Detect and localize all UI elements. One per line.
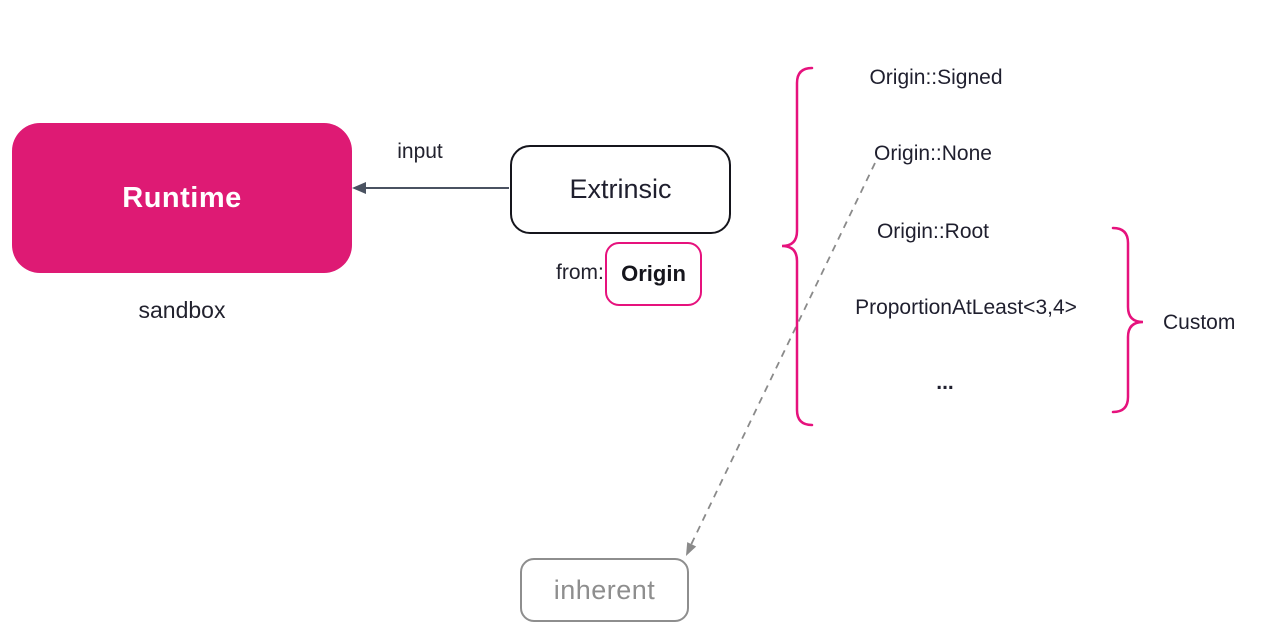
origin-variant-proportion: ProportionAtLeast<3,4> bbox=[855, 296, 1077, 319]
origin-variant-signed: Origin::Signed bbox=[869, 66, 1003, 89]
runtime-label: Runtime bbox=[122, 181, 242, 214]
runtime-box: Runtime bbox=[12, 123, 352, 273]
origin-tag-box: Origin bbox=[605, 242, 702, 306]
sandbox-caption: sandbox bbox=[138, 297, 226, 323]
custom-group-label: Custom bbox=[1163, 311, 1236, 334]
from-label: from: bbox=[556, 261, 604, 284]
origin-variants-brace-icon bbox=[781, 66, 814, 427]
arrowhead-down-left-icon bbox=[686, 542, 697, 556]
arrowhead-left-icon bbox=[352, 182, 366, 194]
custom-group-brace-icon bbox=[1111, 226, 1144, 414]
origin-variant-root: Origin::Root bbox=[876, 220, 990, 243]
origin-variant-none: Origin::None bbox=[874, 142, 992, 165]
input-arrow bbox=[352, 182, 509, 194]
input-arrow-label: input bbox=[397, 140, 443, 163]
origin-variant-ellipsis: ... bbox=[936, 371, 954, 394]
extrinsic-box: Extrinsic bbox=[510, 145, 731, 234]
inherent-box: inherent bbox=[520, 558, 689, 622]
origin-tag-label: Origin bbox=[621, 261, 686, 286]
inherent-label: inherent bbox=[553, 574, 656, 605]
extrinsic-label: Extrinsic bbox=[569, 174, 672, 204]
